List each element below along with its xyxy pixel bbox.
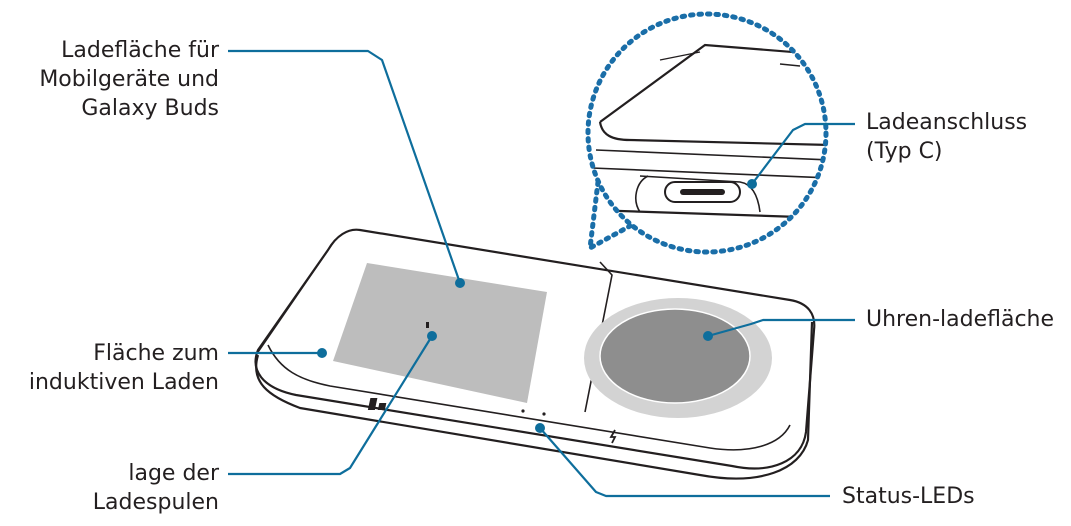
leader-line-charging-surface: [228, 49, 462, 284]
zoom-callout-circle: [585, 11, 829, 255]
label-watch-pad: Uhren-ladefläche: [866, 307, 1055, 332]
zoom-callout-pointer: [586, 179, 633, 253]
leader-dot-charging-port: [747, 179, 757, 189]
charger-face-inner-line: [267, 344, 791, 451]
label-inductive-area: Fläche zum induktiven Laden: [28, 341, 219, 395]
charger-bottom-edge: [255, 321, 814, 480]
label-charging-port: Ladeanschluss (Typ C): [866, 110, 1028, 164]
label-coil-position: lage der Ladespulen: [92, 461, 219, 515]
leader-dot-inductive-area: [317, 348, 327, 358]
leader-line-watch-pad: [707, 318, 855, 338]
leader-line-coil-position: [228, 335, 433, 476]
leader-line-charging-port: [751, 122, 855, 185]
leader-dot-coil-position: [427, 331, 437, 341]
label-charging-surface: Ladefläche für Mobilgeräte und Galaxy Bu…: [39, 38, 219, 121]
inductive-edge-line: [257, 239, 336, 353]
samsung-logo-mark: [367, 398, 387, 410]
bolt-mark: [609, 429, 617, 444]
leader-dot-charging-surface: [455, 278, 465, 288]
pad-center-mark: [426, 322, 429, 328]
watch-pad-inner: [599, 308, 751, 404]
phone-charging-pad: [333, 263, 547, 403]
label-status-leds: Status-LEDs: [842, 484, 975, 509]
led-indicator-dots: [521, 409, 546, 416]
port-detail-zoom: [588, 14, 826, 252]
leader-line-status-leds: [539, 427, 830, 498]
leader-dot-status-leds: [535, 423, 545, 433]
leader-dot-watch-pad: [703, 331, 713, 341]
